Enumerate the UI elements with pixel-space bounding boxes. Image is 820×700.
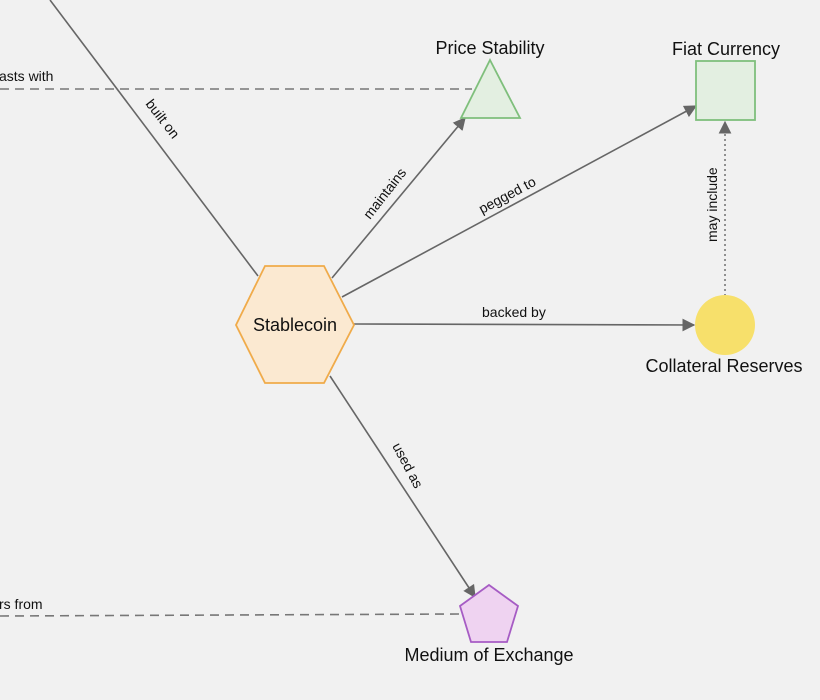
price-stability-triangle[interactable] — [459, 58, 522, 119]
price-stability-label: Price Stability — [435, 38, 544, 58]
edge-label-may-include: may include — [704, 167, 720, 242]
edge-label-backed-by: backed by — [482, 304, 546, 320]
edge-maintains — [331, 117, 466, 279]
edge-label-differs-from: rs from — [0, 596, 43, 612]
edge-pegged-to — [341, 105, 698, 298]
edge-label-used-as: used as — [389, 440, 426, 491]
fiat-currency-square[interactable] — [695, 60, 756, 121]
collateral-reserves-circle[interactable] — [695, 295, 755, 355]
medium-of-exchange-pentagon[interactable] — [458, 583, 520, 643]
edge-built-on — [49, 0, 259, 277]
collateral-reserves-label: Collateral Reserves — [645, 356, 802, 376]
edge-label-pegged-to: pegged to — [476, 173, 539, 216]
edge-label-built-on: built on — [143, 96, 183, 141]
medium-of-exchange-label: Medium of Exchange — [404, 645, 573, 665]
stablecoin-hexagon[interactable] — [234, 265, 356, 384]
stablecoin-label: Stablecoin — [253, 315, 337, 335]
fiat-currency-label: Fiat Currency — [672, 39, 780, 59]
edge-used-as — [329, 375, 476, 599]
edge-label-contrasts-with: asts with — [0, 68, 53, 84]
edge-differs-from — [0, 613, 461, 617]
edge-backed-by — [352, 318, 696, 332]
